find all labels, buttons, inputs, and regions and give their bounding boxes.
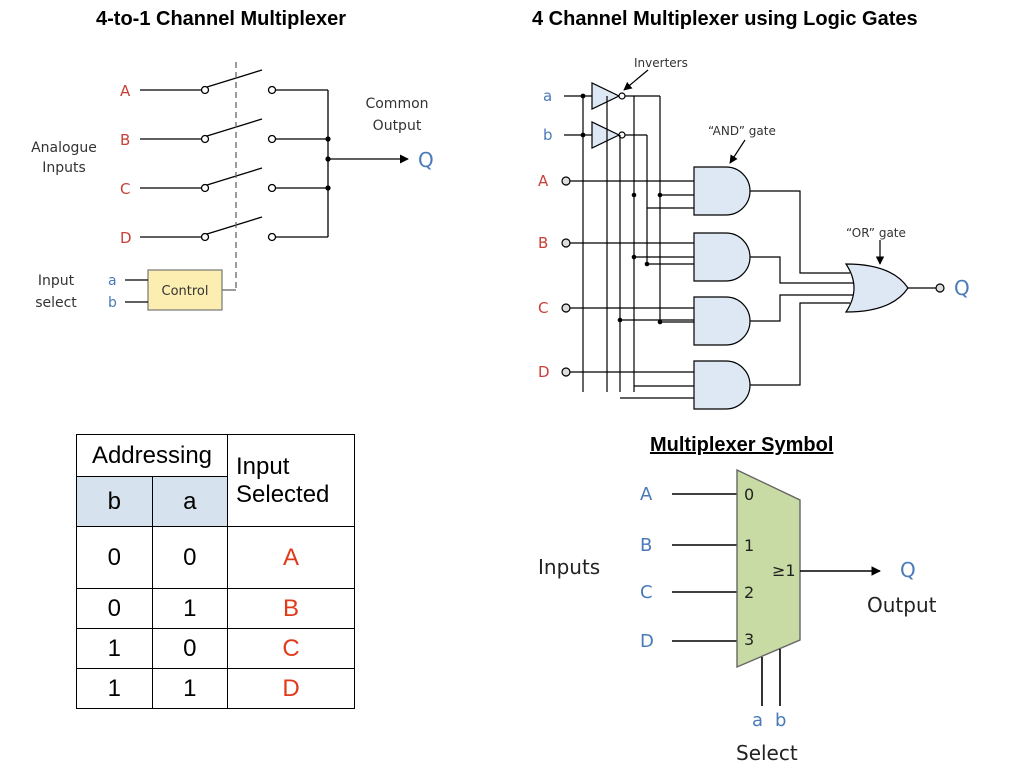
and-gate-1 [693,166,751,216]
switch-mux-title: 4-to-1 Channel Multiplexer [96,8,347,30]
switch-input-a-label: A [120,82,131,100]
analogue-inputs-label-2: Inputs [42,160,86,176]
switch-select-a-label: a [108,273,117,289]
mux-select-a-label: a [752,710,763,731]
cell-selected: D [227,668,355,709]
cell-a: 0 [151,628,228,669]
or-gate-label: “OR” gate [846,226,906,240]
switch-input-b-label: B [120,131,130,149]
gate-input-d-label: D [538,363,550,381]
cell-b: 1 [76,668,153,709]
a-header: a [151,476,228,527]
input-selected-header-line-2: Selected [236,480,330,508]
inverter-b [591,121,621,149]
gate-select-b-label: b [543,126,553,144]
addressing-header: Addressing [76,434,228,477]
common-output-label-1: Common [365,96,428,112]
mux-input-a-label: A [640,484,653,505]
mux-symbol [672,468,881,706]
mux-input-b-label: B [640,535,652,556]
table-row: 0 0 A [76,526,355,589]
inverter-a [591,82,621,110]
and-gate-3 [693,296,751,346]
switch-input-d-label: D [120,229,132,247]
cell-selected: B [227,588,355,629]
table-row: 1 0 C [76,628,355,669]
gate-input-c-label: C [538,299,548,317]
inverters-label: Inverters [634,56,688,70]
control-box-label: Control [162,284,209,299]
gate-mux-title: 4 Channel Multiplexer using Logic Gates [532,8,918,30]
cell-selected: A [227,526,355,589]
input-select-label-1: Input [38,273,75,289]
and-gate-label: “AND” gate [708,124,776,138]
cell-b: 0 [76,588,153,629]
gate-mux-labels: a b A B C D Inverters “AND” gate “OR” ga… [538,56,970,381]
mux-pin-0-label: 0 [744,485,754,504]
symbol-title: Multiplexer Symbol [650,434,834,456]
common-output-label-2: Output [373,118,422,134]
switch-input-c-label: C [120,180,130,198]
analogue-inputs-label-1: Analogue [31,140,97,156]
input-selected-header: Input Selected [227,434,355,527]
gate-output-q-label: Q [954,276,970,300]
gate-input-a-label: A [538,172,549,190]
addressing-table: Addressing Input Selected b a 0 0 A 0 1 … [76,434,355,709]
mux-pin-2-label: 2 [744,583,754,602]
input-select-label-2: select [35,295,77,311]
cell-selected: C [227,628,355,669]
input-selected-header-line-1: Input [236,452,290,480]
cell-b: 0 [76,526,153,589]
gate-select-a-label: a [543,87,552,105]
switch-mux-labels: A B C D Analogue Inputs Common Output Q … [31,82,434,311]
table-row: 1 1 D [76,668,355,709]
cell-a: 1 [151,588,228,629]
mux-select-label: Select [736,741,798,765]
and-gate-4 [693,360,751,410]
switch-select-b-label: b [108,295,117,311]
cell-a: 1 [151,668,228,709]
mux-body [736,468,801,669]
mux-symbol-labels: A B C D 0 1 2 3 ≥1 Inputs Q Output a b S… [538,484,937,765]
cell-b: 1 [76,628,153,669]
gate-input-b-label: B [538,234,548,252]
and-gate-2 [693,232,751,282]
switch-mux-diagram [125,62,409,311]
table-row: 0 1 B [76,588,355,629]
b-header: b [76,476,153,527]
cell-a: 0 [151,526,228,589]
mux-pin-1-label: 1 [744,536,754,555]
mux-op-label: ≥1 [772,561,796,580]
mux-input-c-label: C [640,582,653,603]
mux-input-d-label: D [640,631,654,652]
mux-pin-3-label: 3 [744,630,754,649]
mux-select-b-label: b [775,710,786,731]
gate-mux-diagram [561,69,945,410]
mux-inputs-label: Inputs [538,555,600,579]
switch-output-q-label: Q [418,148,434,172]
mux-output-label: Output [867,593,937,617]
mux-output-q-label: Q [900,558,916,582]
or-gate [844,263,909,313]
